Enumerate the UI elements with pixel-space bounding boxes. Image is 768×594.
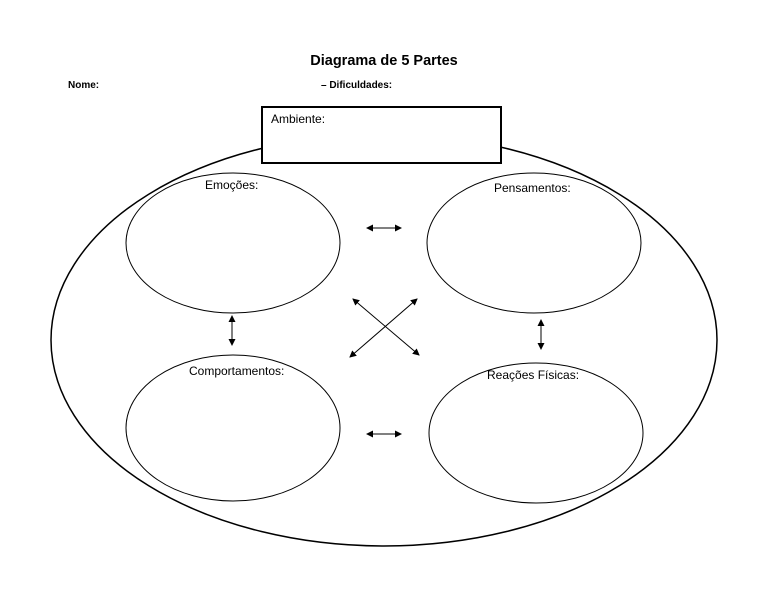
pensamentos-label: Pensamentos:: [494, 181, 571, 195]
emocoes-ellipse: [125, 172, 341, 314]
ambiente-box: Ambiente:: [261, 106, 502, 164]
ambiente-label: Ambiente:: [271, 112, 326, 126]
pensamentos-ellipse: [426, 172, 642, 314]
emocoes-label: Emoções:: [205, 178, 259, 192]
comportamentos-ellipse: [125, 354, 341, 502]
outer-ellipse: [50, 133, 718, 547]
reacoes-fisicas-ellipse: [428, 362, 644, 504]
nome-label: Nome:: [68, 80, 100, 91]
dificuldades-label: – Dificuldades:: [321, 80, 393, 91]
arrow-diagonal-2: [349, 298, 418, 358]
reacoes-fisicas-label: Reações Físicas:: [487, 368, 580, 382]
page-title: Diagrama de 5 Partes: [310, 53, 458, 69]
arrow-diagonal-1: [352, 298, 420, 356]
comportamentos-label: Comportamentos:: [189, 364, 285, 378]
